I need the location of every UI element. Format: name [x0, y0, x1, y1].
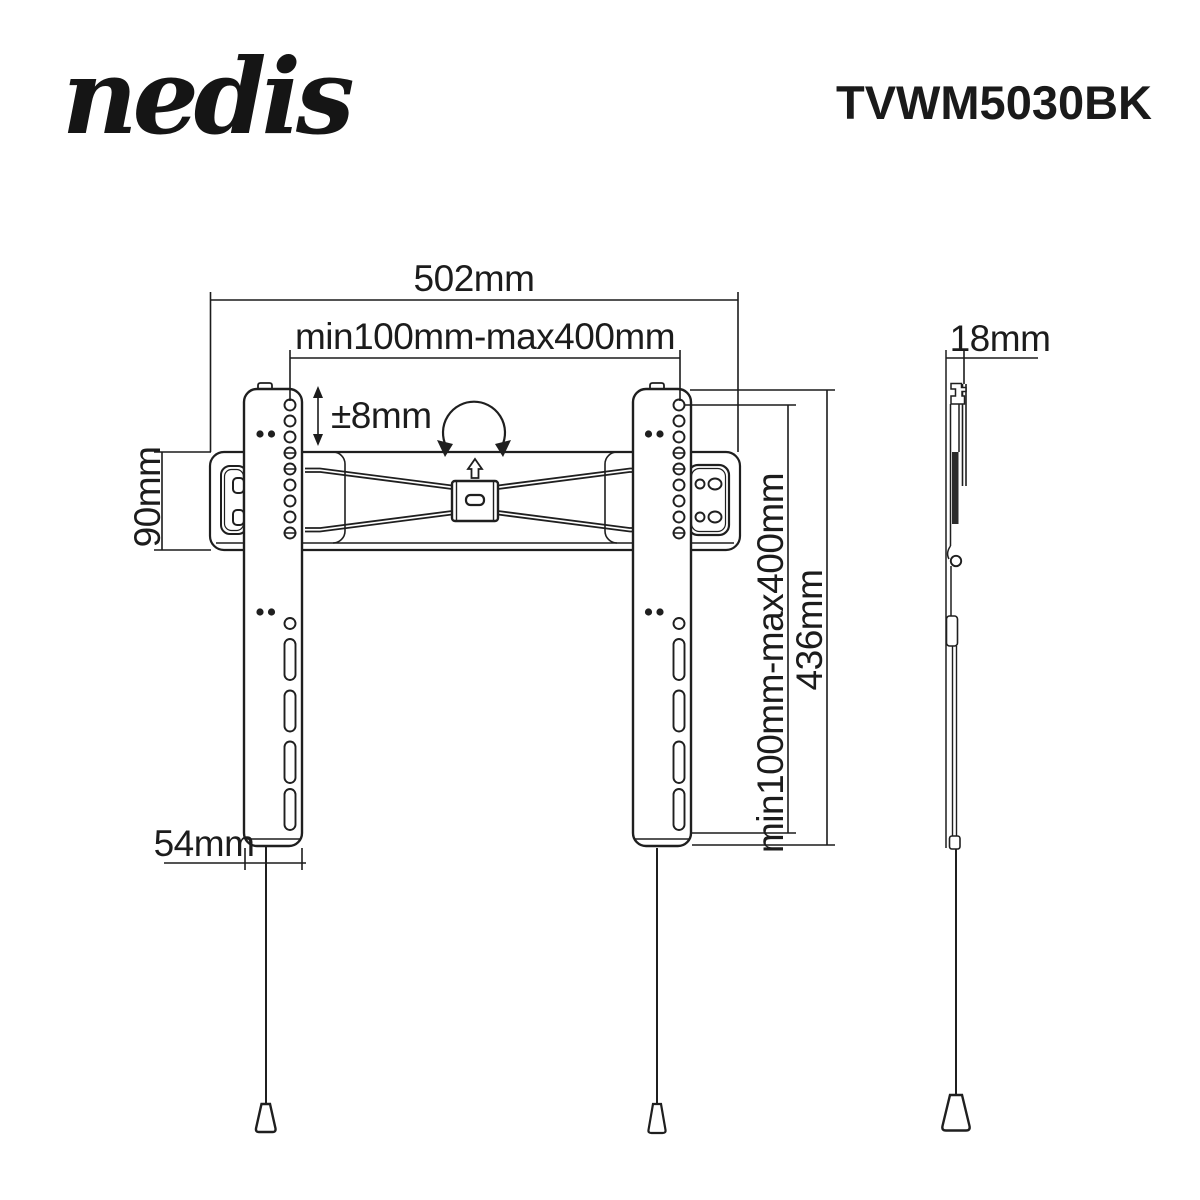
dim-depth-label: 18mm — [950, 318, 1051, 359]
dimension-level-adjust: ±8mm — [313, 386, 432, 446]
right-bracket-holes — [672, 398, 686, 630]
side-view: 18mm — [941, 318, 1051, 1132]
left-bracket-holes — [283, 398, 297, 630]
dimension-depth: 18mm — [946, 318, 1051, 384]
dim-bracket-width-label: 54mm — [154, 823, 255, 864]
dim-plate-width-label: 502mm — [414, 258, 535, 299]
left-cord-tip — [254, 1102, 277, 1134]
left-bracket-slots — [283, 638, 297, 831]
brand-logo: nedis — [62, 35, 353, 158]
side-lower-clip — [945, 615, 959, 647]
dim-level-adjust-label: ±8mm — [331, 395, 432, 436]
dim-vesa-height-label: min100mm-max400mm — [750, 473, 791, 853]
dimension-bracket-width: 54mm — [154, 823, 306, 870]
dimension-vesa-width: min100mm-max400mm — [289, 316, 681, 401]
dimension-vesa-height: min100mm-max400mm — [685, 404, 796, 853]
product-code: TVWM5030BK — [836, 76, 1152, 129]
side-top-clip — [950, 382, 967, 405]
right-bracket-slots — [672, 638, 686, 831]
right-cord-tip — [647, 1102, 667, 1135]
dim-bracket-height-label: 436mm — [789, 570, 830, 691]
plate-center-block — [450, 479, 500, 523]
level-adjust-arc-icon — [437, 400, 511, 457]
dim-plate-height-label: 90mm — [127, 447, 168, 548]
dim-vesa-width-label: min100mm-max400mm — [295, 316, 675, 357]
dimension-plate-height: 90mm — [127, 447, 211, 551]
left-bracket — [242, 382, 304, 1134]
dimension-bracket-height: 436mm — [690, 389, 835, 846]
dimension-plate-width: 502mm — [209, 258, 739, 452]
side-plate-section — [952, 452, 959, 524]
right-bracket — [631, 382, 693, 1135]
side-lock-circle — [949, 554, 963, 568]
plate-right-endcap — [686, 463, 731, 537]
side-cord-tip — [941, 1093, 971, 1132]
up-arrow-icon — [466, 457, 484, 479]
